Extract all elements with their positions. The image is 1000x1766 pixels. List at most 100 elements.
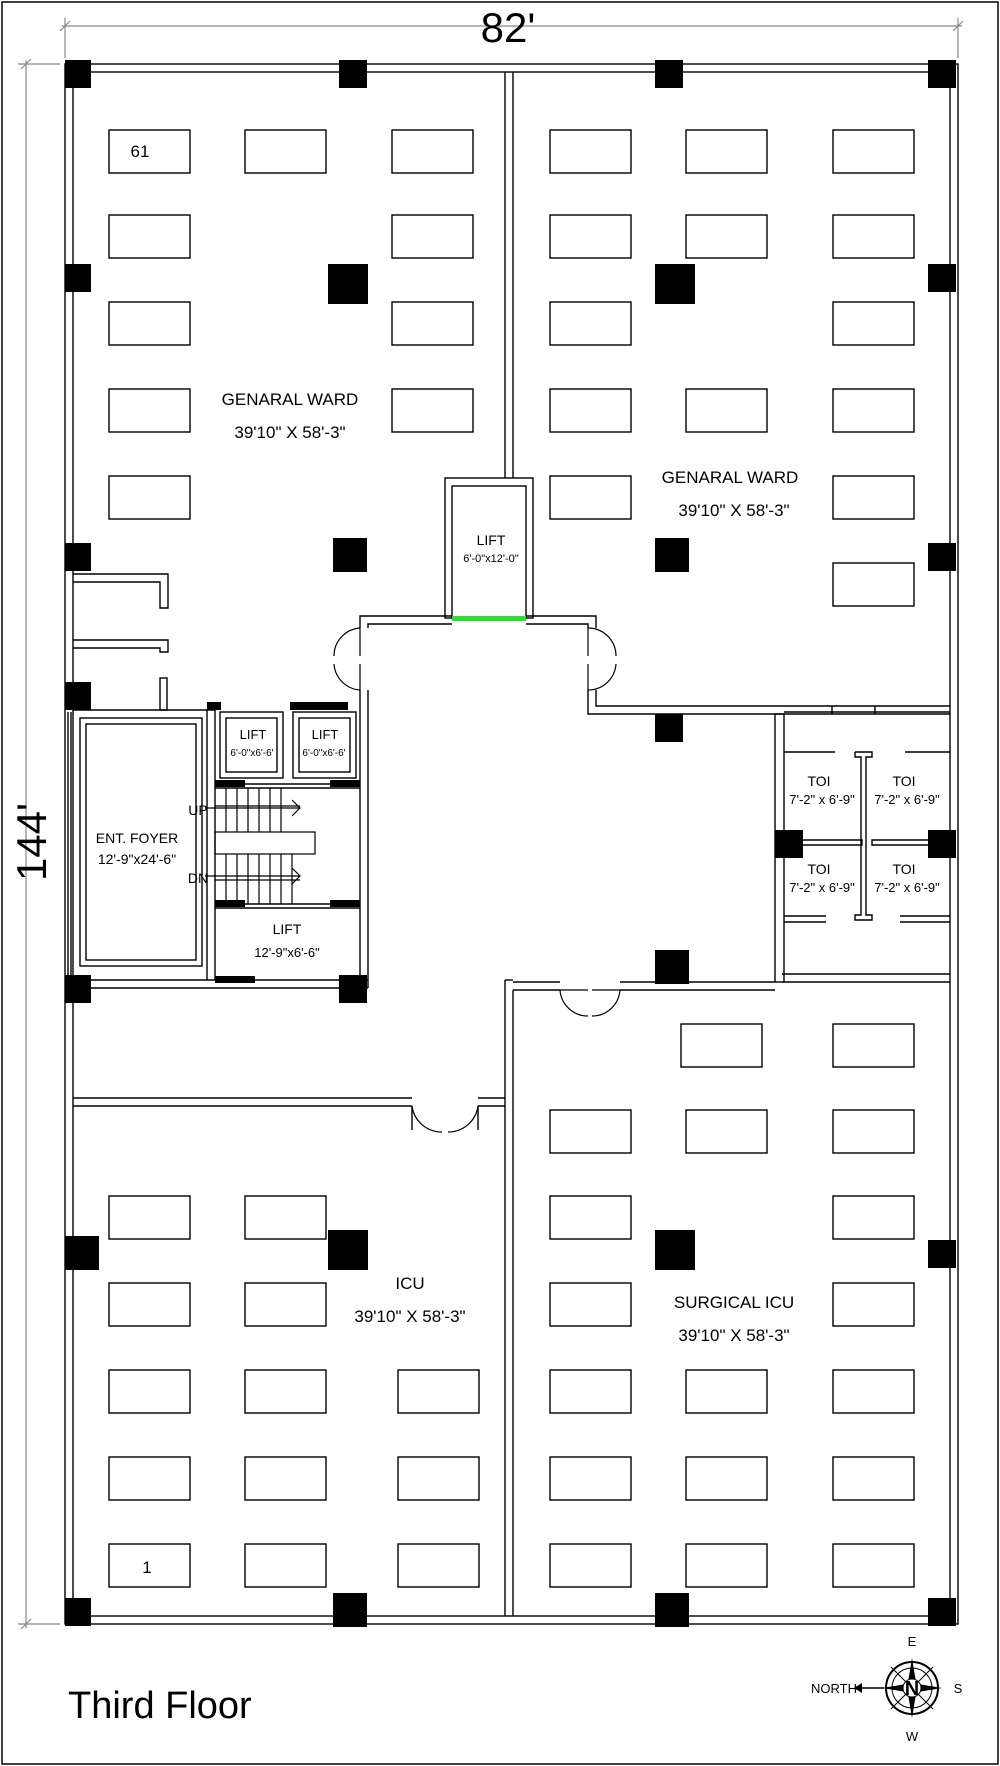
bed	[108, 1282, 191, 1327]
bed	[397, 1369, 480, 1414]
bed	[244, 1195, 327, 1240]
interior-walls	[73, 72, 950, 1616]
bed	[244, 1543, 327, 1588]
toilet-3-size: 7'-2" x 6'-9"	[789, 880, 855, 895]
icu-name: ICU	[395, 1274, 424, 1293]
compass-s: S	[954, 1681, 963, 1696]
bed	[680, 1023, 763, 1068]
bed	[832, 1543, 915, 1588]
staircase	[205, 788, 316, 904]
column	[928, 264, 956, 292]
wall-block	[215, 976, 255, 983]
surgical-icu-size: 39'10" X 58'-3"	[678, 1326, 789, 1345]
column	[655, 1593, 689, 1627]
bed	[108, 475, 191, 520]
icu-size: 39'10" X 58'-3"	[354, 1307, 465, 1326]
toilet-2-name: TOI	[892, 773, 915, 789]
column	[928, 1598, 956, 1626]
ward-right-size: 39'10" X 58'-3"	[678, 501, 789, 520]
lift-small-2-size: 6'-0"x6'-6'	[302, 748, 345, 759]
compass-n: N	[905, 1678, 919, 1700]
bed	[391, 388, 474, 433]
toilet-3-name: TOI	[807, 861, 830, 877]
bed	[685, 388, 768, 433]
column	[328, 1230, 368, 1270]
column	[339, 975, 367, 1003]
column	[333, 1593, 367, 1627]
bed	[832, 388, 915, 433]
toilet-1-name: TOI	[807, 773, 830, 789]
bed	[685, 1456, 768, 1501]
floor-title: Third Floor	[68, 1685, 252, 1727]
bed	[832, 562, 915, 607]
column	[655, 950, 689, 984]
bed	[832, 1282, 915, 1327]
foyer-name: ENT. FOYER	[96, 830, 178, 846]
doors	[333, 627, 621, 1133]
bed-number-first: 1	[142, 1558, 151, 1577]
foyer-size: 12'-9"x24'-6"	[98, 851, 176, 867]
bed	[832, 1456, 915, 1501]
toilet-4-name: TOI	[892, 861, 915, 877]
column	[655, 714, 683, 742]
stair-up-label: UP	[188, 802, 207, 818]
column	[333, 538, 367, 572]
bed	[832, 129, 915, 174]
bed	[108, 1456, 191, 1501]
bed	[832, 1109, 915, 1154]
bed	[391, 129, 474, 174]
bed	[108, 301, 191, 346]
column	[655, 60, 683, 88]
width-dimension-label: 82'	[481, 4, 536, 51]
bed	[391, 214, 474, 259]
bed	[108, 214, 191, 259]
lift-main-size: 6'-0"x12'-0"	[463, 553, 519, 565]
bed	[832, 301, 915, 346]
lift-bottom-size: 12'-9"x6'-6"	[254, 945, 320, 960]
ward-right-name: GENARAL WARD	[662, 468, 799, 487]
column	[928, 543, 956, 571]
toilet-4-size: 7'-2" x 6'-9"	[874, 880, 940, 895]
column	[655, 538, 689, 572]
bed	[244, 129, 327, 174]
bed	[549, 1282, 632, 1327]
column	[655, 264, 695, 304]
bed	[397, 1456, 480, 1501]
wall-block	[207, 702, 221, 710]
bed	[832, 1369, 915, 1414]
column	[928, 1240, 956, 1268]
ward-left-name: GENARAL WARD	[222, 390, 359, 409]
compass: N E W S NORTH	[811, 1634, 963, 1744]
lift-main-name: LIFT	[477, 532, 506, 548]
foyer-frame	[67, 712, 203, 976]
ward-left-size: 39'10" X 58'-3"	[234, 423, 345, 442]
bed	[549, 214, 632, 259]
column	[655, 1230, 695, 1270]
lift-small-1-name: LIFT	[240, 727, 267, 742]
column	[65, 1236, 99, 1270]
lift-bottom-name: LIFT	[273, 921, 302, 937]
beds	[108, 129, 915, 1588]
bed	[549, 388, 632, 433]
lift-threshold	[452, 616, 526, 621]
toilet-2-size: 7'-2" x 6'-9"	[874, 792, 940, 807]
bed	[244, 1282, 327, 1327]
bed	[391, 301, 474, 346]
outer-walls	[64, 63, 959, 1625]
column	[65, 60, 91, 88]
wall-block	[290, 702, 348, 710]
bed	[549, 1109, 632, 1154]
bed	[244, 1456, 327, 1501]
north-arrowhead	[854, 1683, 862, 1693]
bed	[685, 1109, 768, 1154]
wall-block	[330, 900, 360, 907]
bed	[549, 1543, 632, 1588]
compass-e: E	[908, 1634, 917, 1649]
bed	[108, 388, 191, 433]
column	[65, 975, 91, 1003]
compass-w: W	[906, 1729, 919, 1744]
bed	[832, 475, 915, 520]
bed	[832, 1195, 915, 1240]
height-dimension-label: 144'	[8, 803, 55, 881]
